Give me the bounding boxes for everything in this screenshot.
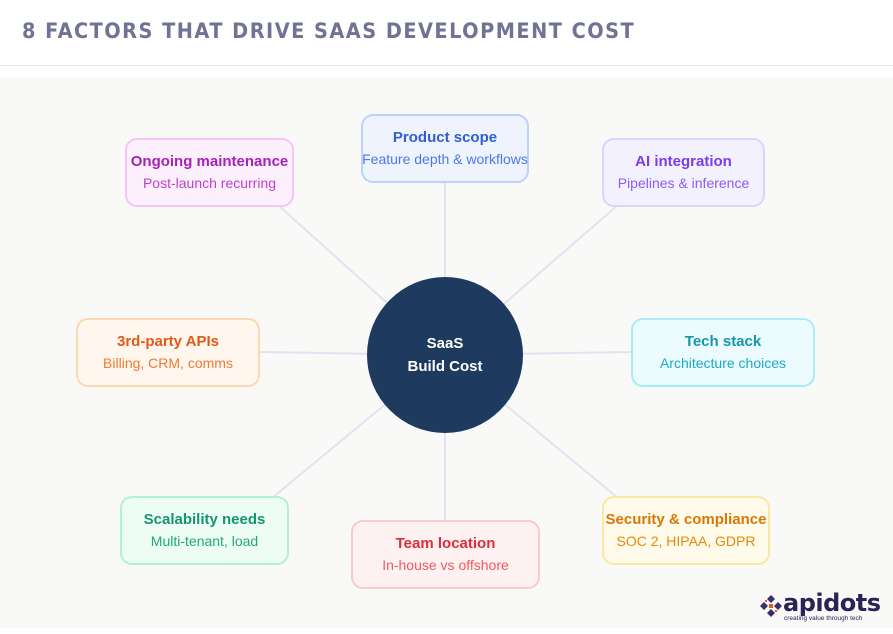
factor-title: Team location [395, 535, 496, 552]
logo-wordmark: apidots [783, 589, 881, 617]
factor-subtitle: Post-launch recurring [142, 175, 277, 191]
apidots-logo: apidots creating value through tech [760, 589, 890, 626]
central-hub: SaaS Build Cost [367, 277, 523, 433]
logo-mark-icon [760, 595, 782, 617]
factor-title: Ongoing maintenance [130, 153, 289, 170]
header: 8 FACTORS THAT DRIVE SAAS DEVELOPMENT CO… [0, 0, 893, 66]
factor-subtitle: Pipelines & inference [617, 175, 750, 191]
factor-subtitle: Architecture choices [659, 355, 787, 371]
logo-tagline: creating value through tech [784, 615, 863, 622]
page-title: 8 FACTORS THAT DRIVE SAAS DEVELOPMENT CO… [22, 19, 636, 43]
factor-title: AI integration [635, 153, 732, 170]
factor-title: Tech stack [684, 333, 762, 350]
factor-title: Security & compliance [605, 511, 767, 528]
hub-label-line1: SaaS [426, 335, 464, 352]
factor-subtitle: Feature depth & workflows [362, 151, 528, 167]
factor-subtitle: Multi-tenant, load [150, 533, 259, 549]
factor-subtitle: Billing, CRM, comms [103, 355, 233, 371]
factor-title: Scalability needs [143, 511, 266, 528]
factor-title: 3rd-party APIs [117, 333, 219, 350]
hub-label-line2: Build Cost [407, 358, 483, 375]
factor-subtitle: SOC 2, HIPAA, GDPR [616, 533, 756, 549]
factor-subtitle: In-house vs offshore [382, 557, 509, 573]
factor-title: Product scope [392, 129, 498, 146]
